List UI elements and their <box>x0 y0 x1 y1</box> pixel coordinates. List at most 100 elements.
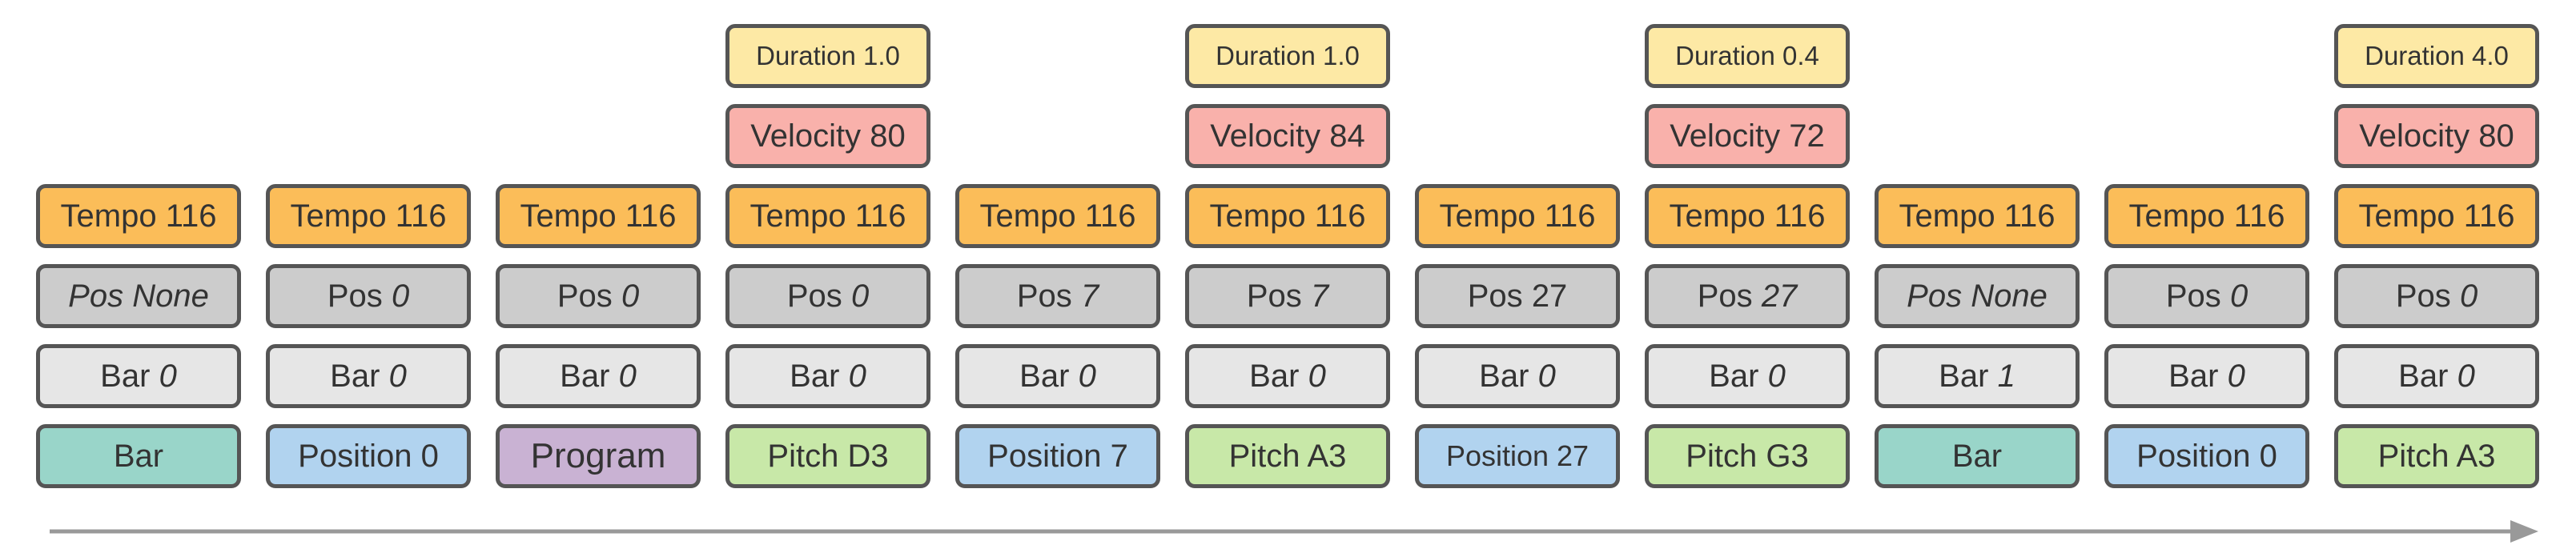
tempo-box: Tempo 116 <box>955 184 1160 248</box>
position-feature-label: Pos <box>327 278 383 314</box>
event-token-box: Program <box>496 424 701 488</box>
tempo-box: Tempo 116 <box>36 184 241 248</box>
bar-feature-value: 0 <box>2457 358 2475 394</box>
tempo-box: Tempo 116 <box>725 184 930 248</box>
event-token-box: Position 0 <box>2104 424 2309 488</box>
position-feature-value: 0 <box>621 278 640 314</box>
bar-feature-value: 0 <box>848 358 866 394</box>
event-token-box: Bar <box>1875 424 2080 488</box>
position-feature-label: Pos <box>1246 278 1302 314</box>
tempo-box: Tempo 116 <box>1415 184 1620 248</box>
duration-box: Duration 4.0 <box>2334 24 2539 88</box>
position-feature-label: Pos <box>557 278 613 314</box>
duration-box: Duration 1.0 <box>1185 24 1390 88</box>
tempo-box: Tempo 116 <box>2334 184 2539 248</box>
tempo-box: Tempo 116 <box>1185 184 1390 248</box>
duration-box: Duration 1.0 <box>725 24 930 88</box>
position-feature-box: Pos None <box>1875 264 2080 328</box>
bar-feature-label: Bar <box>1479 358 1529 394</box>
event-token-box: Pitch D3 <box>725 424 930 488</box>
position-feature-label: Pos None <box>68 278 209 314</box>
position-feature-label: Pos <box>1467 278 1523 314</box>
velocity-box: Velocity 80 <box>2334 104 2539 168</box>
tempo-box: Tempo 116 <box>1875 184 2080 248</box>
bar-feature-value: 0 <box>159 358 177 394</box>
duration-box: Duration 0.4 <box>1645 24 1850 88</box>
tempo-box: Tempo 116 <box>496 184 701 248</box>
position-feature-value: 7 <box>1080 278 1099 314</box>
bar-feature-value: 0 <box>1537 358 1556 394</box>
position-feature-label: Pos <box>786 278 842 314</box>
position-feature-value: 0 <box>2459 278 2478 314</box>
velocity-box: Velocity 72 <box>1645 104 1850 168</box>
tempo-box: Tempo 116 <box>1645 184 1850 248</box>
event-token-box: Position 27 <box>1415 424 1620 488</box>
position-feature-value: 27 <box>1761 278 1798 314</box>
bar-feature-value: 0 <box>1078 358 1096 394</box>
velocity-box: Velocity 80 <box>725 104 930 168</box>
event-token-box: Pitch A3 <box>2334 424 2539 488</box>
event-token-box: Position 7 <box>955 424 1160 488</box>
bar-feature-label: Bar <box>1019 358 1070 394</box>
position-feature-value: 0 <box>391 278 410 314</box>
tempo-box: Tempo 116 <box>266 184 471 248</box>
bar-feature-label: Bar <box>1939 358 1989 394</box>
bar-feature-label: Bar <box>100 358 151 394</box>
position-feature-label: Pos <box>1016 278 1072 314</box>
position-feature-label: Pos <box>2395 278 2451 314</box>
position-feature-label: Pos <box>1697 278 1753 314</box>
bar-feature-value: 0 <box>1767 358 1786 394</box>
bar-feature-label: Bar <box>2168 358 2219 394</box>
timeline-arrow-head <box>2510 520 2538 543</box>
bar-feature-value: 0 <box>388 358 407 394</box>
tempo-box: Tempo 116 <box>2104 184 2309 248</box>
bar-feature-label: Bar <box>1709 358 1759 394</box>
position-feature-label: Pos None <box>1907 278 2048 314</box>
bar-feature-label: Bar <box>790 358 840 394</box>
position-feature-value: 0 <box>2229 278 2248 314</box>
bar-feature-value: 0 <box>618 358 637 394</box>
bar-feature-label: Bar <box>1249 358 1300 394</box>
event-token-box: Bar <box>36 424 241 488</box>
event-token-box: Pitch G3 <box>1645 424 1850 488</box>
bar-feature-value: 1 <box>1997 358 2015 394</box>
position-feature-label: Pos <box>2165 278 2221 314</box>
event-token-box: Position 0 <box>266 424 471 488</box>
position-feature-box: Pos None <box>36 264 241 328</box>
bar-feature-label: Bar <box>330 358 380 394</box>
bar-feature-label: Bar <box>560 358 610 394</box>
bar-feature-label: Bar <box>2398 358 2449 394</box>
position-feature-value: 0 <box>850 278 870 314</box>
